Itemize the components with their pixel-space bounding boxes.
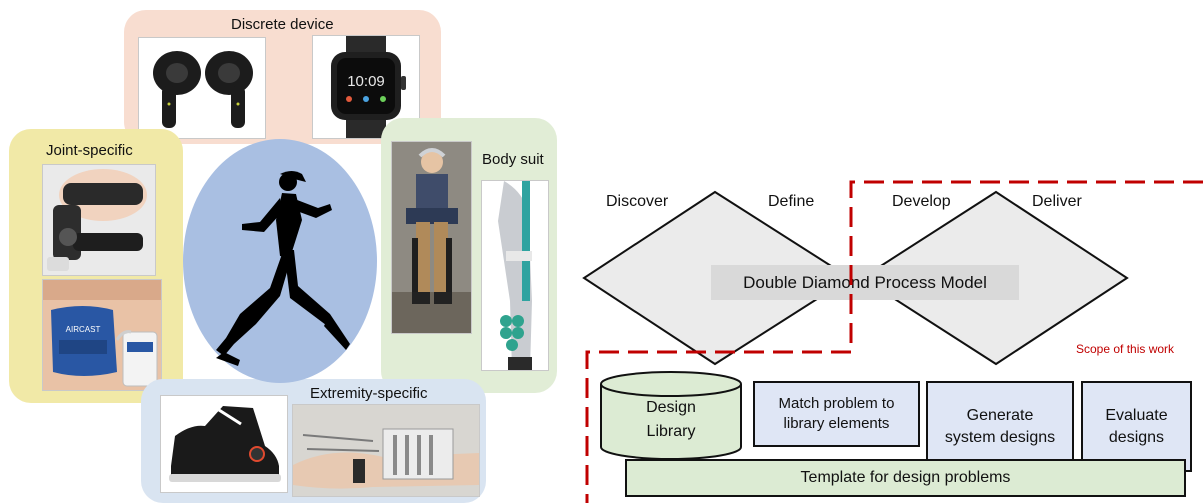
match-problem-box: Match problem to library elements — [753, 381, 920, 447]
knee-brace-image: AIRCAST — [43, 280, 161, 390]
earbuds-image — [153, 51, 253, 128]
discover-label: Discover — [606, 193, 669, 210]
match-problem-line2: library elements — [783, 415, 890, 432]
hand-exoskeleton-image — [293, 405, 479, 496]
design-library-cylinder — [600, 371, 742, 460]
model-title-box: Double Diamond Process Model — [711, 265, 1019, 300]
exoskeleton-image — [392, 142, 471, 333]
deliver-label: Deliver — [1032, 193, 1082, 210]
elbow-brace-image — [43, 165, 155, 275]
knee-brace-photo: AIRCAST — [42, 279, 162, 391]
extremity-specific-label: Extremity-specific — [310, 385, 428, 402]
evaluate-designs-box: Evaluate designs — [1081, 381, 1192, 472]
runner-graphic — [183, 139, 377, 383]
soft-exosuit-photo — [481, 180, 549, 371]
runner-silhouette — [216, 171, 350, 366]
model-title: Double Diamond Process Model — [743, 272, 987, 292]
evaluate-designs-line2: designs — [1108, 428, 1165, 446]
design-library-text: Design Library — [599, 396, 743, 444]
elbow-brace-photo — [42, 164, 156, 276]
design-library-line2: Library — [646, 423, 696, 440]
exoskeleton-photo — [391, 141, 472, 334]
template-label: Template for design problems — [800, 469, 1011, 486]
smart-shoe-photo — [160, 395, 288, 493]
generate-designs-line2: system designs — [944, 428, 1056, 446]
develop-label: Develop — [892, 193, 951, 210]
joint-specific-label: Joint-specific — [46, 142, 133, 159]
smartwatch-image: 10:09 — [331, 36, 406, 138]
knee-brace-brand: AIRCAST — [66, 325, 101, 334]
scope-label: Scope of this work — [1076, 342, 1175, 356]
body-suit-label: Body suit — [482, 151, 544, 168]
smart-shoe-image — [161, 396, 287, 492]
define-label: Define — [768, 193, 815, 210]
generate-designs-line1: Generate — [966, 406, 1034, 424]
watch-time: 10:09 — [347, 73, 385, 90]
scope-outline — [585, 180, 1203, 503]
template-box: Template for design problems — [625, 459, 1186, 497]
hand-exoskeleton-photo — [292, 404, 480, 497]
evaluate-designs-line1: Evaluate — [1105, 406, 1168, 424]
smartwatch-photo: 10:09 — [312, 35, 420, 139]
discrete-device-label: Discrete device — [231, 16, 334, 33]
earbuds-photo — [138, 37, 266, 139]
match-problem-line1: Match problem to — [778, 395, 895, 412]
soft-exosuit-image — [482, 181, 548, 370]
design-library-line1: Design — [646, 399, 696, 416]
